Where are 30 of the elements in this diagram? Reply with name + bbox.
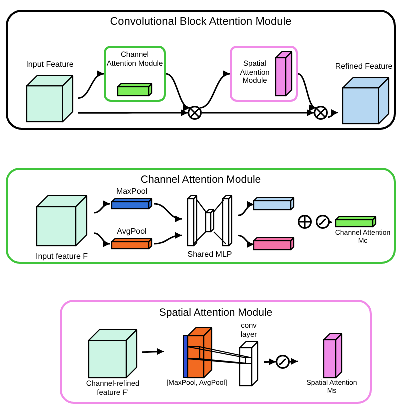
panel-title: Channel Attention Module xyxy=(140,174,262,186)
arrow xyxy=(290,358,298,366)
node-label: Refined Feature xyxy=(334,62,394,72)
arrow xyxy=(142,348,164,356)
module-box xyxy=(230,46,298,102)
arrow xyxy=(94,232,110,247)
panel-title: Convolutional Block Attention Module xyxy=(109,16,293,29)
module-panel xyxy=(60,300,372,404)
arrow xyxy=(238,202,254,217)
module-panel xyxy=(6,10,396,130)
module-box xyxy=(104,46,166,102)
node-label: Shared MLP xyxy=(186,250,234,260)
node-label: MaxPool xyxy=(115,187,149,196)
node-label: Input feature F xyxy=(34,252,90,262)
node-label: Input Feature xyxy=(25,60,75,70)
panel-title: Spatial Attention Module xyxy=(158,307,274,320)
arrow xyxy=(78,72,104,100)
module-panel xyxy=(6,168,396,264)
arrow xyxy=(202,110,314,116)
arrow xyxy=(200,72,230,109)
arrow xyxy=(264,358,276,366)
arrow xyxy=(154,232,182,245)
node-label: AvgPool xyxy=(116,227,148,236)
arrow xyxy=(94,201,110,214)
arrow xyxy=(298,73,316,110)
arrow xyxy=(238,234,254,248)
arrow xyxy=(328,110,338,118)
arrow xyxy=(78,110,188,116)
arrow xyxy=(166,73,190,110)
arrow xyxy=(154,203,182,222)
